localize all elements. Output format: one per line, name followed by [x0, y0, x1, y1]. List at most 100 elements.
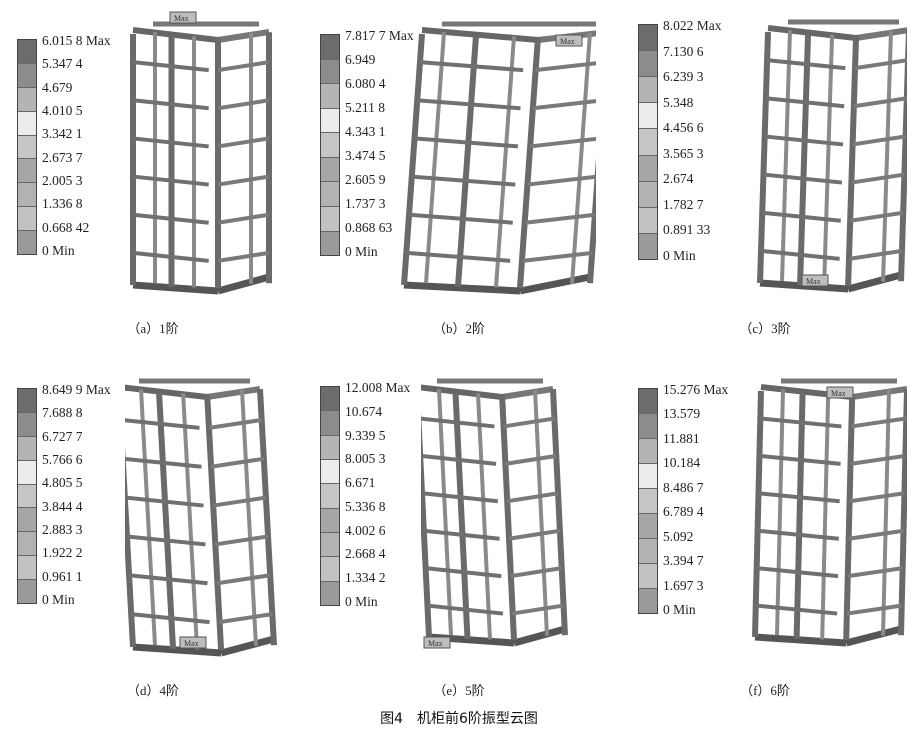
frame-member [156, 392, 177, 649]
frame-member [452, 392, 471, 639]
legend-band [321, 411, 339, 436]
legend-label: 6.080 4 [345, 76, 386, 91]
legend-band [639, 103, 657, 130]
legend-band [321, 59, 339, 85]
frame-member [848, 528, 904, 541]
legend-band [321, 435, 339, 460]
frame-member [217, 174, 270, 187]
legend-band [321, 459, 339, 485]
frame-member [510, 566, 562, 579]
svg-text:Max: Max [174, 14, 189, 23]
frame-member [797, 33, 812, 285]
legend-label: 5.766 6 [42, 451, 83, 467]
frame-member [851, 416, 907, 429]
frame-member [424, 32, 446, 284]
frame-member [414, 390, 432, 638]
legend-label: 15.276 Max [663, 382, 729, 397]
frame-member [204, 393, 225, 651]
frame-member [898, 389, 910, 636]
max-tag: Max [555, 34, 583, 47]
legend-band [18, 484, 36, 509]
frame-member [852, 134, 906, 147]
frame-member [132, 281, 219, 295]
color-legend-bar [17, 388, 37, 604]
frame-member [408, 212, 513, 225]
legend-band [639, 389, 657, 414]
max-tag: Max [179, 636, 207, 649]
legend-band [321, 484, 339, 509]
legend-label: 1.336 8 [42, 196, 83, 212]
frame-member [120, 417, 200, 430]
legend-label: 2.883 3 [42, 521, 83, 537]
color-legend-bar [638, 388, 658, 614]
frame-member [767, 25, 857, 41]
frame-member [756, 566, 839, 579]
frame-member [532, 98, 604, 111]
legend-label: 0.891 33 [663, 222, 711, 238]
legend-band [321, 581, 339, 605]
legend-label: 6.949 [345, 52, 376, 67]
legend-label: 6.239 3 [663, 69, 704, 85]
legend-band [18, 532, 36, 557]
panel-caption: （e）5阶 [433, 683, 485, 698]
frame-member [499, 393, 517, 641]
legend-label: 2.005 3 [42, 172, 83, 188]
legend-label: 1.922 2 [42, 545, 83, 561]
frame-member [851, 386, 908, 400]
legend-label: 0.868 63 [345, 220, 393, 235]
frame-member [416, 98, 521, 111]
frame-member [217, 98, 270, 111]
legend-band [18, 159, 36, 184]
legend-label: 2.673 7 [42, 149, 83, 165]
legend-label: 3.394 7 [663, 553, 704, 569]
legend-label: 4.805 5 [42, 475, 83, 491]
legend-label: 6.671 [345, 475, 376, 491]
frame-member [850, 210, 904, 223]
frame-member [850, 453, 906, 466]
legend-band [321, 133, 339, 158]
legend-label: 7.130 6 [663, 43, 704, 59]
frame-member [217, 212, 270, 225]
frame-member [217, 273, 270, 295]
frame-member [760, 248, 840, 261]
frame-member [220, 635, 275, 657]
frame-member [822, 34, 835, 286]
frame-member [780, 30, 792, 282]
legend-label: 3.342 1 [42, 126, 83, 142]
frame-member [843, 393, 856, 641]
frame-member [418, 416, 495, 429]
frame-member [508, 528, 561, 541]
frame-member [533, 389, 549, 636]
legend-band [639, 439, 657, 464]
legend-label: 3.844 4 [42, 498, 83, 514]
legend-band [321, 35, 339, 60]
frame-member [881, 30, 893, 282]
frame-member [217, 60, 270, 73]
legend-label: 5.336 8 [345, 498, 386, 514]
frame-member [847, 566, 904, 579]
frame-member [132, 136, 209, 149]
legend-label: 8.649 9 Max [42, 382, 111, 397]
legend-band [18, 436, 36, 461]
legend-label: 5.348 [663, 94, 694, 110]
legend-band [18, 508, 36, 533]
legend-band [321, 182, 339, 207]
legend-band [321, 557, 339, 582]
frame-member [425, 566, 502, 579]
legend-label: 6.015 8 Max [42, 33, 111, 48]
frame-member [132, 60, 209, 73]
cabinet-mode-shape: Max [414, 378, 568, 649]
frame-member [517, 36, 541, 289]
frame-member [139, 389, 157, 646]
legend-band [639, 539, 657, 564]
max-tag: Max [826, 386, 854, 399]
legend-label: 4.679 [42, 79, 73, 95]
frame-member [419, 60, 524, 73]
legend-label: 13.579 [663, 406, 701, 422]
